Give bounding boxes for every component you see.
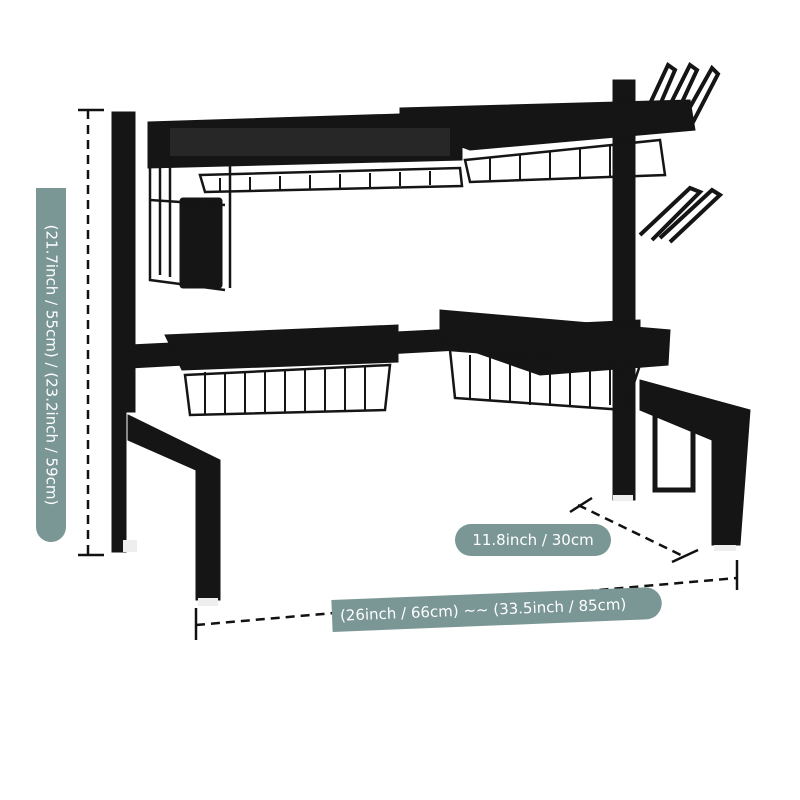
dimension-lines <box>78 108 739 640</box>
depth-dimension-label: 11.8inch / 30cm <box>455 524 611 556</box>
height-dimension-text: (21.7inch / 55cm) / (23.2inch / 59cm) <box>42 224 61 506</box>
height-dimension-label: (21.7inch / 55cm) / (23.2inch / 59cm) <box>36 188 66 542</box>
rack <box>111 79 751 606</box>
wire-baskets <box>148 61 724 417</box>
